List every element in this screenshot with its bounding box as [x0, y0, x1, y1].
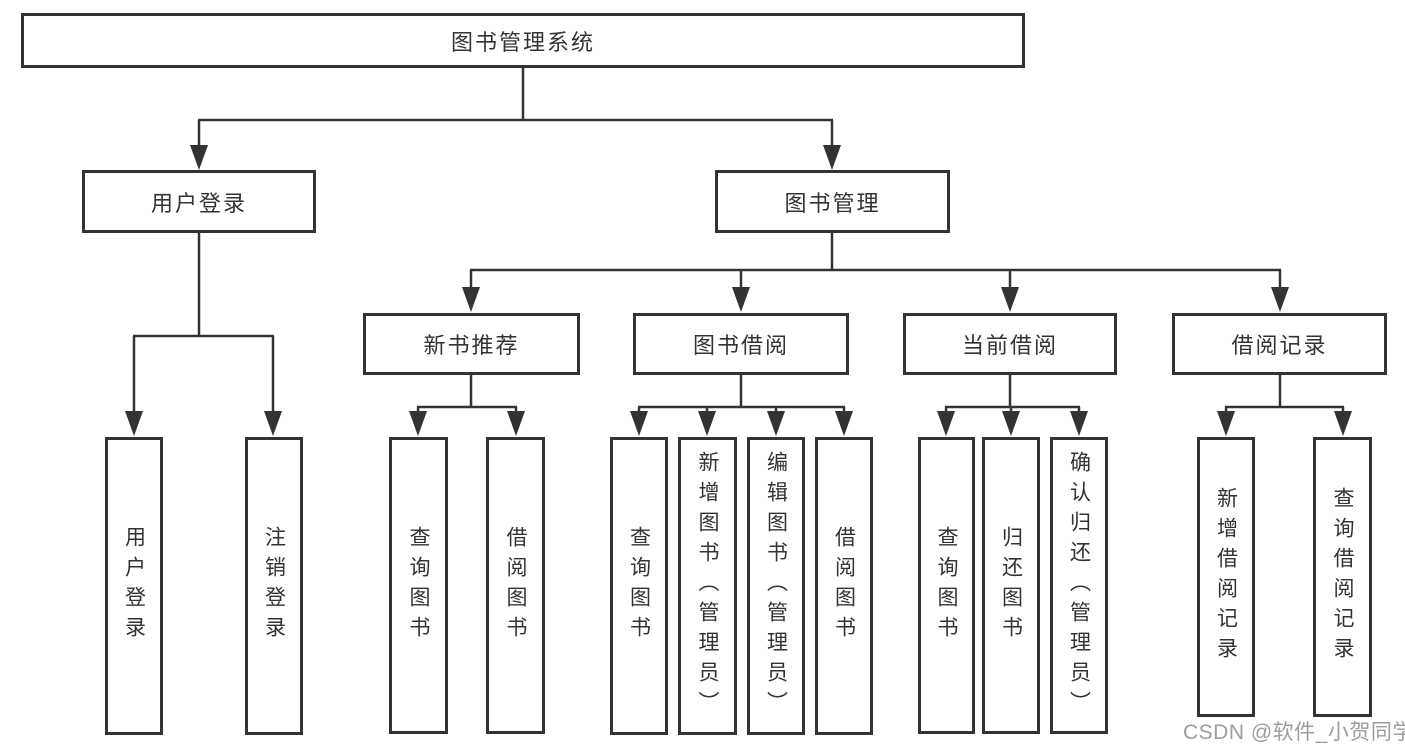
node-borrow-records-label: 借阅记录	[1231, 333, 1328, 358]
leaf-bw-borrow-books: 借阅图书	[815, 437, 873, 735]
leaf-logout: 注销登录	[245, 437, 303, 735]
node-library-system: 图书管理系统	[21, 13, 1025, 68]
leaf-user-login: 用户登录	[105, 437, 163, 735]
leaf-cur-query-books: 查询图书	[918, 437, 975, 734]
leaf-cur-confirm-return: 确认归还（管理员）	[1050, 437, 1108, 734]
leaf-bw-add-books: 新增图书（管理员）	[678, 437, 737, 735]
leaf-bw-add-books-label: 新增图书（管理员）	[696, 451, 719, 721]
leaf-rec-query-record: 查询借阅记录	[1313, 437, 1372, 717]
node-library-system-label: 图书管理系统	[450, 29, 595, 55]
leaf-rec-add-record: 新增借阅记录	[1197, 437, 1255, 717]
connector-book-mgmt-to-level3	[462, 233, 1289, 312]
node-book-mgmt-label: 图书管理	[784, 190, 881, 216]
node-book-mgmt: 图书管理	[715, 170, 950, 233]
watermark: CSDN @软件_小贺同学	[1183, 721, 1405, 744]
node-current-borrow: 当前借阅	[903, 313, 1117, 375]
node-user-login: 用户登录	[82, 170, 316, 233]
leaf-cur-return-books-label: 归还图书	[999, 525, 1023, 646]
leaf-rec-add-record-label: 新增借阅记录	[1214, 487, 1238, 667]
leaf-bw-query-books: 查询图书	[610, 437, 668, 735]
leaf-nb-query-books-label: 查询图书	[407, 525, 430, 646]
leaf-cur-query-books-label: 查询图书	[935, 525, 958, 646]
leaf-rec-query-record-label: 查询借阅记录	[1331, 487, 1354, 667]
leaf-user-login-label: 用户登录	[122, 526, 146, 646]
connector-new-book-rec-to-leaves	[409, 375, 525, 436]
connector-user-login-to-leaves	[125, 233, 282, 436]
connector-book-borrow-to-leaves	[630, 375, 853, 436]
connector-root-to-level2	[190, 68, 841, 170]
leaf-nb-borrow-books: 借阅图书	[486, 437, 545, 734]
node-new-book-rec: 新书推荐	[363, 313, 580, 375]
leaf-logout-label: 注销登录	[262, 526, 286, 646]
node-book-borrow-label: 图书借阅	[692, 333, 789, 358]
connector-current-borrow-to-leaves	[937, 375, 1088, 436]
leaf-bw-query-books-label: 查询图书	[627, 526, 651, 646]
leaf-bw-edit-books-label: 编辑图书（管理员）	[764, 451, 788, 721]
leaf-bw-borrow-books-label: 借阅图书	[832, 526, 856, 646]
node-user-login-label: 用户登录	[150, 190, 247, 216]
leaf-bw-edit-books: 编辑图书（管理员）	[747, 437, 805, 735]
connector-borrow-records-to-leaves	[1217, 375, 1352, 436]
leaf-nb-borrow-books-label: 借阅图书	[504, 525, 527, 646]
leaf-cur-return-books: 归还图书	[982, 437, 1040, 734]
leaf-nb-query-books: 查询图书	[389, 437, 448, 734]
leaf-cur-confirm-return-label: 确认归还（管理员）	[1067, 450, 1091, 721]
node-current-borrow-label: 当前借阅	[961, 333, 1058, 358]
node-book-borrow: 图书借阅	[633, 313, 849, 375]
node-new-book-rec-label: 新书推荐	[423, 333, 520, 358]
node-borrow-records: 借阅记录	[1172, 313, 1387, 375]
